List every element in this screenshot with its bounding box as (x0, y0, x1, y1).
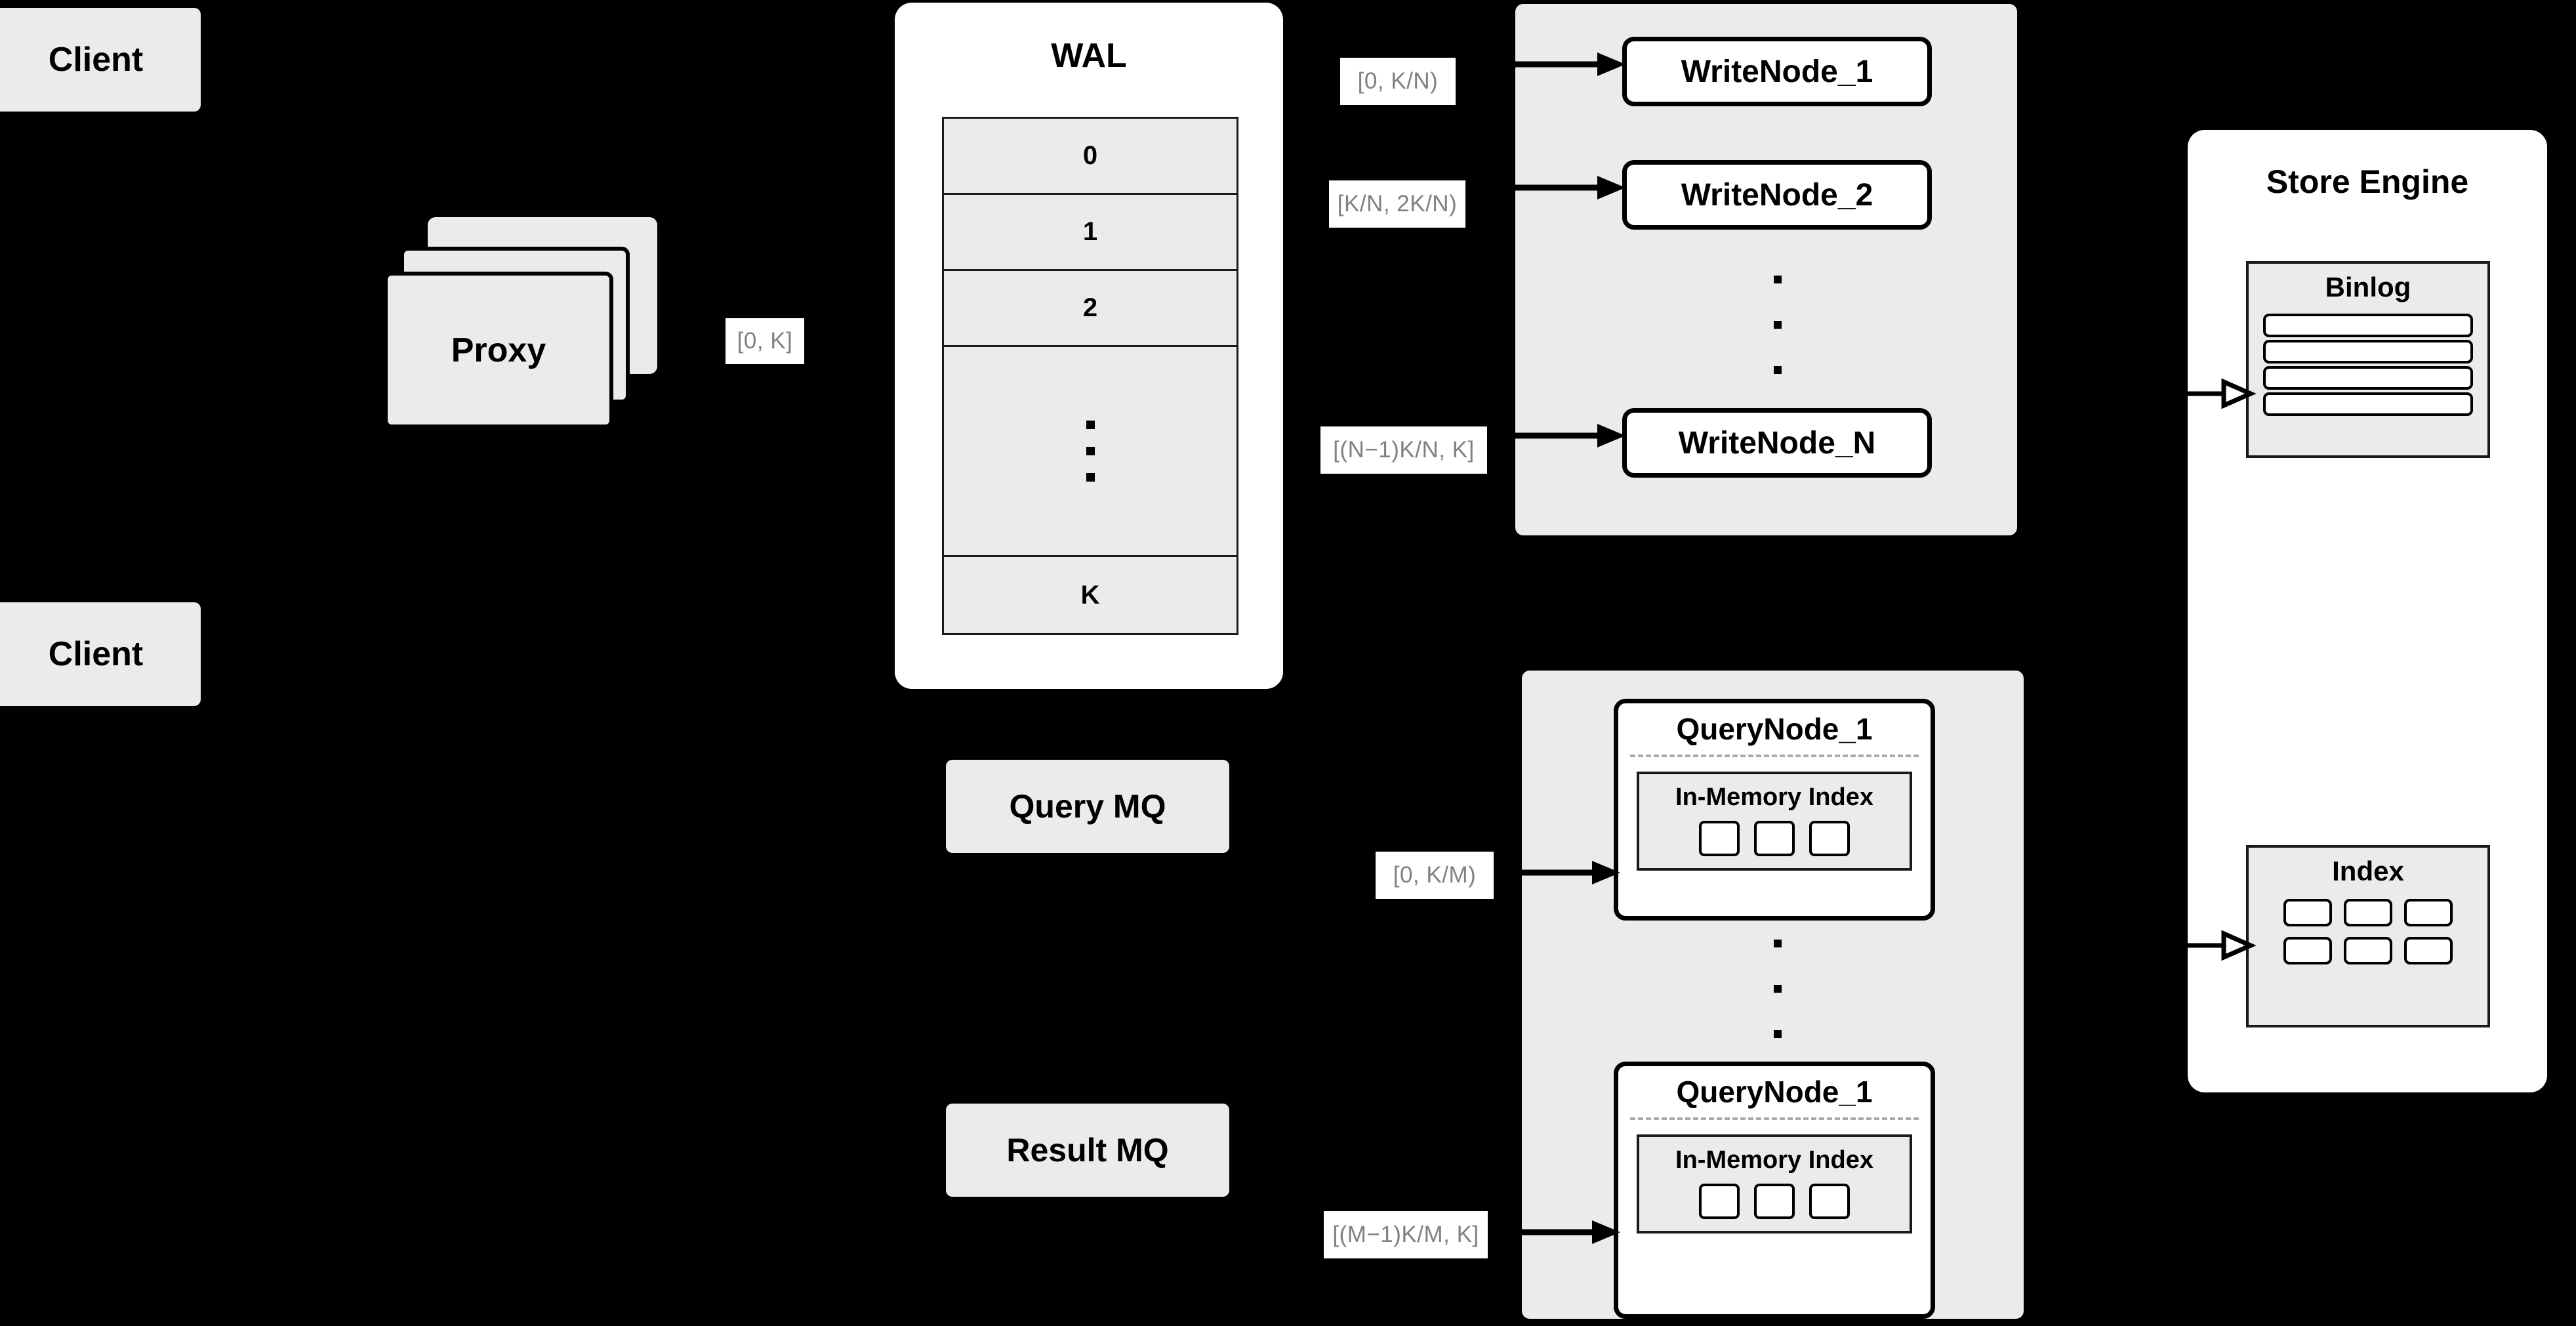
binlog-box: Binlog (2246, 261, 2490, 458)
ellipsis-dot (1086, 447, 1095, 455)
ellipsis-dot (1774, 366, 1782, 374)
arrow-to-binlog (2188, 378, 2257, 409)
binlog-row (2263, 314, 2473, 337)
edge-label-write-node-n: [(N−1)K/N, K] (1320, 426, 1487, 474)
write-node-label: WriteNode_N (1678, 425, 1876, 461)
binlog-row (2263, 392, 2473, 416)
binlog-row-list (2263, 314, 2473, 416)
index-box: Index (2246, 845, 2490, 1027)
write-node-label: WriteNode_2 (1681, 177, 1873, 213)
arrow-to-write-node-1 (1515, 52, 1625, 76)
index-cell (2404, 899, 2453, 926)
index-cell (2344, 937, 2392, 964)
arrow-to-query-node-m (1522, 1220, 1620, 1244)
ellipsis-dot (1086, 473, 1095, 482)
in-memory-index-cells (1639, 1184, 1910, 1219)
query-node-label: QueryNode_1 (1676, 1075, 1873, 1109)
write-cluster-ellipsis (1765, 276, 1791, 374)
arrow-to-query-node-1 (1522, 861, 1620, 884)
in-memory-index-box: In-Memory Index (1637, 772, 1912, 871)
index-cell (2283, 937, 2332, 964)
arrow-to-write-node-n (1515, 424, 1625, 447)
client-box-1[interactable]: Client (0, 8, 201, 112)
index-cell (2404, 937, 2453, 964)
index-cell (1754, 1184, 1795, 1219)
result-mq-label: Result MQ (1006, 1132, 1169, 1169)
index-grid-row (2264, 899, 2472, 926)
index-cell (1699, 821, 1740, 856)
result-mq-box[interactable]: Result MQ (946, 1104, 1229, 1197)
wal-title: WAL (1051, 37, 1127, 75)
store-engine-title: Store Engine (2266, 163, 2469, 200)
in-memory-index-cells (1639, 821, 1910, 856)
proxy-box[interactable]: Proxy (384, 272, 613, 428)
edge-label-proxy-to-wal: [0, K] (726, 318, 804, 364)
in-memory-index-box: In-Memory Index (1637, 1134, 1912, 1233)
edge-label-write-node-1: [0, K/N) (1340, 58, 1456, 105)
write-node-1[interactable]: WriteNode_1 (1622, 37, 1932, 106)
index-cell (1754, 821, 1795, 856)
ellipsis-dot (1774, 940, 1782, 947)
query-mq-label: Query MQ (1009, 788, 1166, 825)
wal-row: K (944, 557, 1237, 633)
binlog-title: Binlog (2325, 272, 2411, 302)
query-mq-box[interactable]: Query MQ (946, 760, 1229, 853)
ellipsis-dot (1774, 1030, 1782, 1038)
in-memory-index-title: In-Memory Index (1675, 783, 1873, 811)
in-memory-index-title: In-Memory Index (1675, 1146, 1873, 1174)
wal-row: 2 (944, 271, 1237, 347)
wal-row: 0 (944, 119, 1237, 195)
index-cell (1809, 1184, 1850, 1219)
client-box-2[interactable]: Client (0, 602, 201, 706)
write-node-n[interactable]: WriteNode_N (1622, 408, 1932, 478)
query-node-m[interactable]: QueryNode_1 In-Memory Index (1614, 1062, 1935, 1319)
query-node-divider (1630, 1117, 1919, 1120)
ellipsis-dot (1774, 985, 1782, 993)
write-node-label: WriteNode_1 (1681, 54, 1873, 89)
index-cell (2283, 899, 2332, 926)
write-node-2[interactable]: WriteNode_2 (1622, 160, 1932, 230)
query-node-1[interactable]: QueryNode_1 In-Memory Index (1614, 699, 1935, 921)
edge-label-query-node-m: [(M−1)K/M, K] (1324, 1211, 1488, 1258)
client-label: Client (48, 635, 144, 673)
index-cell (1699, 1184, 1740, 1219)
query-node-label: QueryNode_1 (1676, 712, 1873, 746)
index-cell (2344, 899, 2392, 926)
wal-row: 1 (944, 195, 1237, 271)
edge-label-write-node-2: [K/N, 2K/N) (1329, 180, 1465, 228)
ellipsis-dot (1774, 321, 1782, 329)
arrow-to-write-node-2 (1515, 176, 1625, 199)
ellipsis-dot (1774, 276, 1782, 283)
ellipsis-dot (1086, 421, 1095, 429)
index-grid-row (2264, 937, 2472, 964)
binlog-row (2263, 366, 2473, 390)
index-cell (1809, 821, 1850, 856)
query-node-divider (1630, 755, 1919, 757)
arrow-to-index (2188, 930, 2257, 961)
binlog-row (2263, 340, 2473, 363)
client-label: Client (48, 41, 144, 79)
index-cell-grid (2264, 899, 2472, 964)
query-cluster-ellipsis (1765, 940, 1791, 1038)
wal-row-ellipsis (944, 347, 1237, 557)
wal-row-list: 0 1 2 K (942, 117, 1238, 635)
index-title: Index (2332, 856, 2404, 886)
edge-label-query-node-1: [0, K/M) (1376, 852, 1494, 899)
proxy-label: Proxy (451, 331, 546, 369)
